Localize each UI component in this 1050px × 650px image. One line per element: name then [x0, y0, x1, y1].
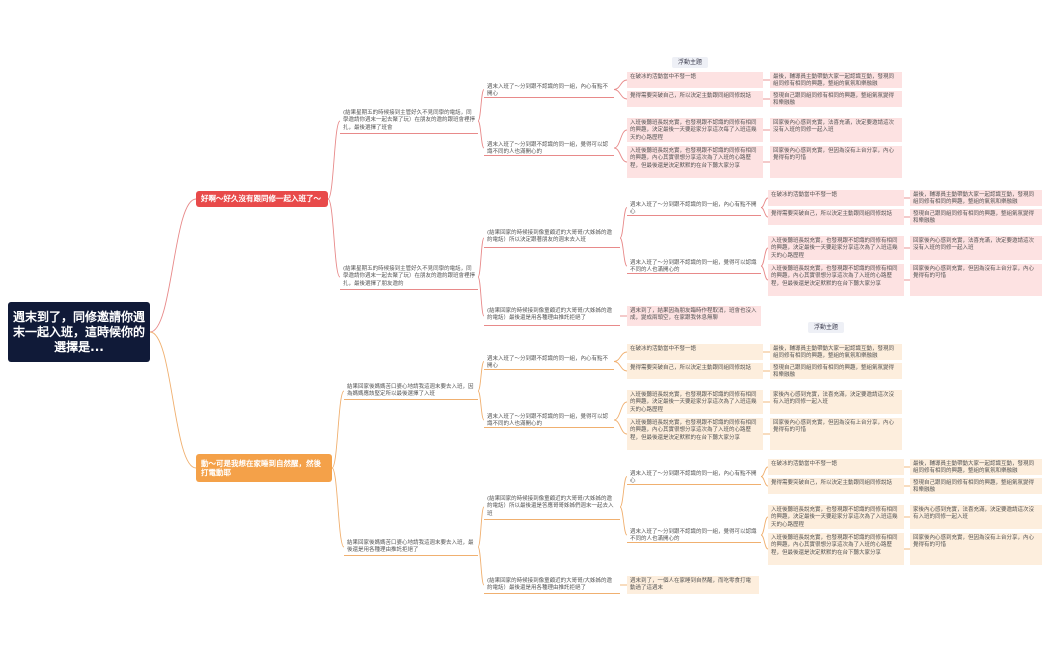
- connector-line: [477, 546, 485, 586]
- outcome-choice-node[interactable]: 結果回家後媽媽苦口婆心地請我這週末要去入班，因為媽媽應該堅定所以最後選擇了入班: [344, 382, 478, 400]
- choice-node[interactable]: 入班後聽班長說充實，也發現跟不認識的同修有相同的興趣，內心其實很想分享這次為了入…: [627, 418, 763, 450]
- scenario-node[interactable]: 週末入班了～分到跟不認識的同一組，覺得可以認識不同的人也滿開心的: [627, 527, 761, 543]
- outcome-node[interactable]: 家後內心感到充實，法喜充滿，決定要邀請這次沒有入班的同修一起入班: [770, 390, 902, 414]
- connector-line: [619, 506, 628, 536]
- connector-line: [760, 197, 769, 208]
- connector-line: [760, 476, 769, 487]
- connector-line: [327, 198, 341, 278]
- outcome-node[interactable]: 回家後內心感到充實，但因為沒有上台分享，內心覺得有的可惜: [910, 264, 1042, 296]
- connector-line: [613, 79, 628, 90]
- scenario-node[interactable]: 週末入班了～分到跟不認識的同一組，內心有點不開心: [484, 82, 614, 98]
- connector-line: [760, 265, 769, 281]
- choice-node[interactable]: 入班後聽班長說充實，也發現跟不認識的同修有相同的興趣，決定最後一天要趁家分享這次…: [768, 236, 904, 260]
- outcome-node[interactable]: 發現自己跟同組同修有相同的興趣，整組氣氛變得和樂融融: [910, 478, 1042, 494]
- scenario-node[interactable]: 週末入班了～分到跟不認識的同一組，覺得可以認識不同的人也滿開心的: [484, 412, 614, 428]
- scenario-node[interactable]: (結果回家的時候接到像童顧近的大哥哥/大姊姊的邀約電話）所以最後還是答應哥哥姊姊…: [484, 494, 620, 520]
- outcome-node[interactable]: 週末到了，結果因為朋友臨時作程取消，班會也沒入成，變成兩頭空，在家跟我休息無聊: [627, 306, 761, 326]
- connector-line: [619, 207, 628, 239]
- connector-line: [331, 390, 345, 469]
- outcome-node[interactable]: 回家後內心感到充實，法喜充滿，決定要邀請這次沒有入班的同修一起入班: [910, 236, 1042, 260]
- outcome-node[interactable]: 發現自己跟同組同修有相同的興趣，整組氣氛變得和樂融融: [770, 91, 902, 107]
- connector-line: [613, 361, 628, 372]
- connector-line: [613, 129, 628, 149]
- outcome-node[interactable]: 最後，輔導員主動帶動大家一起認識互動，發現同組同修有相同的興趣，整組的氣氛和樂融…: [910, 459, 1042, 475]
- connector-line: [613, 401, 628, 421]
- scenario-node[interactable]: 週末入班了～分到跟不認識的同一組，內心有點不開心: [484, 354, 614, 370]
- floating-topic[interactable]: 浮動主題: [808, 322, 844, 334]
- choice-node[interactable]: 入班後聽班長說充實，也發現跟不認識的同修有相同的興趣，決定最後一天要趁家分享這次…: [768, 505, 904, 529]
- outcome-node[interactable]: 週末到了，一個人在家睡到自然醒，而吃零食打電動過了這週末: [627, 576, 759, 594]
- connector-line: [613, 351, 628, 362]
- connector-line: [477, 237, 485, 278]
- choice-node[interactable]: 覺得需要突破自己，所以決定主動跟同組同修說話: [768, 209, 904, 225]
- choice-node[interactable]: 在破冰的活動當中不發一語: [768, 459, 904, 475]
- connector-line: [149, 331, 197, 469]
- connector-line: [477, 361, 485, 392]
- scenario-node[interactable]: 週末入班了～分到跟不認識的同一組，覺得可以認識不同的人也滿開心的: [484, 140, 614, 156]
- scenario-node[interactable]: (結果回家的時候接到像童顧近的大哥哥/大姊姊的邀約電話）最後還是用各種理由推託拒…: [484, 576, 620, 594]
- root-topic[interactable]: 週末到了，同修邀請你週末一起入班，這時候你的選擇是...: [8, 302, 150, 362]
- outcome-node[interactable]: 回家後內心感到充實，但因為沒有上台分享，內心覺得有的可惜: [770, 146, 902, 178]
- connector-line: [477, 120, 485, 149]
- scenario-node[interactable]: 週末入班了～分到跟不認識的同一組，內心有點不開心: [627, 200, 761, 216]
- branch-accept[interactable]: 好啊～好久沒有跟同修一起入班了～: [196, 191, 328, 207]
- connector-line: [327, 120, 341, 200]
- connector-line: [760, 207, 769, 218]
- choice-node[interactable]: 覺得需要突破自己，所以決定主動跟同組同修說話: [627, 91, 763, 107]
- connector-line: [477, 89, 485, 122]
- outcome-node[interactable]: 回家後內心感到充實，但因為沒有上台分享，內心覺得有的可惜: [910, 533, 1042, 565]
- choice-node[interactable]: 在破冰的活動當中不發一語: [627, 344, 763, 360]
- choice-node[interactable]: 覺得需要突破自己，所以決定主動跟同組同修說話: [627, 363, 763, 379]
- connector-line: [760, 247, 769, 267]
- outcome-node[interactable]: 發現自己跟同組同修有相同的興趣，整組氣氛變得和樂融融: [770, 363, 902, 379]
- connector-line: [477, 506, 485, 548]
- choice-node[interactable]: 在破冰的活動當中不發一語: [627, 72, 763, 88]
- outcome-node[interactable]: 回家後內心感到充實，法喜充滿，決定要邀請這次沒有入班的同修一起入班: [770, 118, 902, 142]
- connector-line: [477, 276, 485, 317]
- connector-line: [760, 516, 769, 536]
- branch-decline[interactable]: 動～可是我想在家睡到自然醒，然後打電動耶: [196, 454, 332, 482]
- connector-line: [613, 147, 628, 163]
- scenario-node[interactable]: (結果回家的時候接到像童顧近的大哥哥/大姊姊的邀約電話）所以決定跟著朋友的週末去…: [484, 228, 620, 248]
- outcome-node[interactable]: 最後，輔導員主動帶動大家一起認識互動，發現同組同修有相同的興趣，整組的氣氛和樂融…: [770, 344, 902, 360]
- outcome-node[interactable]: 家後內心感到充實，法喜充滿，決定要邀請這次沒有入班的同修一起入班: [910, 505, 1042, 529]
- choice-node[interactable]: 在破冰的活動當中不發一語: [768, 190, 904, 206]
- outcome-node[interactable]: 發現自己跟同組同修有相同的興趣，整組氣氛變得和樂融融: [910, 209, 1042, 225]
- connector-line: [760, 534, 769, 550]
- connector-line: [619, 237, 628, 267]
- outcome-choice-node[interactable]: (結果星期五的時候接到主管好久不見同學的電話，同學邀請你週末一起去聚了玩）在朋友…: [340, 108, 478, 134]
- outcome-choice-node[interactable]: (結果星期五的時候接到主管好久不見同學的電話，同學邀請你週末一起去聚了玩）在朋友…: [340, 264, 478, 290]
- choice-node[interactable]: 入班後聽班長說充實，也發現跟不認識的同修有相同的興趣，決定最後一天要趁家分享這次…: [627, 390, 763, 414]
- outcome-node[interactable]: 最後，輔導員主動帶動大家一起認識互動，發現同組同修有相同的興趣，整組的氣氛和樂融…: [770, 72, 902, 88]
- choice-node[interactable]: 覺得需要突破自己，所以決定主動跟同組同修說話: [768, 478, 904, 494]
- connector-line: [613, 89, 628, 100]
- floating-topic[interactable]: 浮動主題: [672, 57, 708, 69]
- scenario-node[interactable]: 週末入班了～分到跟不認識的同一組，覺得可以認識不同的人也滿開心的: [627, 258, 761, 274]
- connector-line: [331, 467, 345, 548]
- connector-line: [149, 198, 197, 333]
- scenario-node[interactable]: (結果回家的時候接到像童顧近的大哥哥/大姊姊的邀約電話）最後還是用各種理由推託拒…: [484, 306, 620, 326]
- outcome-choice-node[interactable]: 結果回家後媽媽苦口婆心地請我這週末要去入班，最後還是用各種理由推託拒絕了: [344, 538, 478, 556]
- choice-node[interactable]: 入班後聽班長說充實，也發現跟不認識的同修有相同的興趣，決定最後一天要趁家分享這次…: [627, 118, 763, 142]
- outcome-node[interactable]: 最後，輔導員主動帶動大家一起認識互動，發現同組同修有相同的興趣，整組的氣氛和樂融…: [910, 190, 1042, 206]
- connector-line: [619, 476, 628, 508]
- choice-node[interactable]: 入班後聽班長說充實，也發現跟不認識的同修有相同的興趣，內心其實很想分享這次為了入…: [768, 533, 904, 565]
- connector-line: [477, 390, 485, 421]
- choice-node[interactable]: 入班後聽班長說充實，也發現跟不認識的同修有相同的興趣，內心其實很想分享這次為了入…: [768, 264, 904, 296]
- choice-node[interactable]: 入班後聽班長說充實，也發現跟不認識的同修有相同的興趣，內心其實很想分享這次為了入…: [627, 146, 763, 178]
- connector-line: [760, 466, 769, 477]
- scenario-node[interactable]: 週末入班了～分到跟不認識的同一組，內心有點不開心: [627, 469, 761, 485]
- outcome-node[interactable]: 回家後內心感到充實，但因為沒有上台分享，內心覺得有的可惜: [770, 418, 902, 450]
- connector-line: [613, 419, 628, 435]
